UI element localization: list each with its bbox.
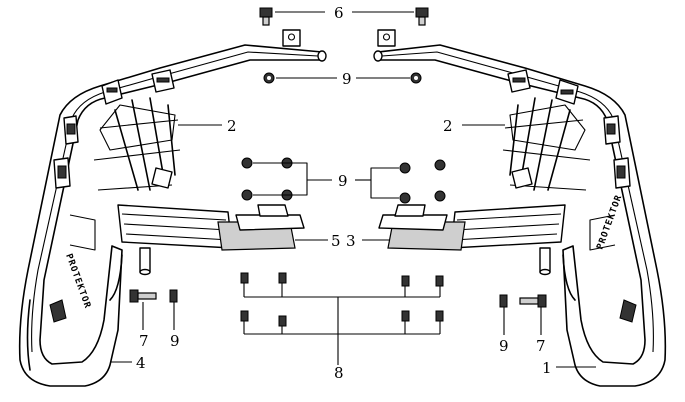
label-9-left: 9 <box>170 332 180 350</box>
label-8: 8 <box>334 364 344 382</box>
nut-group-right <box>399 159 446 204</box>
label-6: 6 <box>334 4 344 22</box>
label-3: 3 <box>346 232 356 250</box>
side-bolt-left <box>129 289 157 303</box>
svg-text:PROTEKTOR: PROTEKTOR <box>63 253 92 311</box>
label-9-right: 9 <box>499 337 509 355</box>
label-9-mid: 9 <box>338 172 348 190</box>
left-foot-peg <box>117 204 305 276</box>
side-bolt-right <box>519 294 547 308</box>
label-2-left: 2 <box>227 117 237 135</box>
side-nut-right <box>499 294 508 308</box>
side-nut-left <box>169 289 178 303</box>
right-foot-peg <box>378 204 566 276</box>
label-4: 4 <box>136 354 146 372</box>
leader-lines <box>110 11 596 368</box>
nut-group-left <box>241 157 293 201</box>
label-2-right: 2 <box>443 117 453 135</box>
top-nuts <box>263 72 422 84</box>
left-heel-net <box>93 97 181 191</box>
flange-bolt-left <box>259 7 273 26</box>
flange-bolt-right <box>415 7 429 26</box>
part-labels: 6 9 2 2 9 5 3 7 9 9 7 4 8 1 <box>136 4 552 382</box>
label-9-top: 9 <box>342 70 352 88</box>
label-5: 5 <box>331 232 341 250</box>
right-heel-net <box>502 97 591 191</box>
label-1: 1 <box>542 359 552 377</box>
bolt-group <box>240 272 444 327</box>
svg-text:PROTEKTOR: PROTEKTOR <box>595 193 624 251</box>
label-7-left: 7 <box>139 332 149 350</box>
label-7-right: 7 <box>536 337 546 355</box>
